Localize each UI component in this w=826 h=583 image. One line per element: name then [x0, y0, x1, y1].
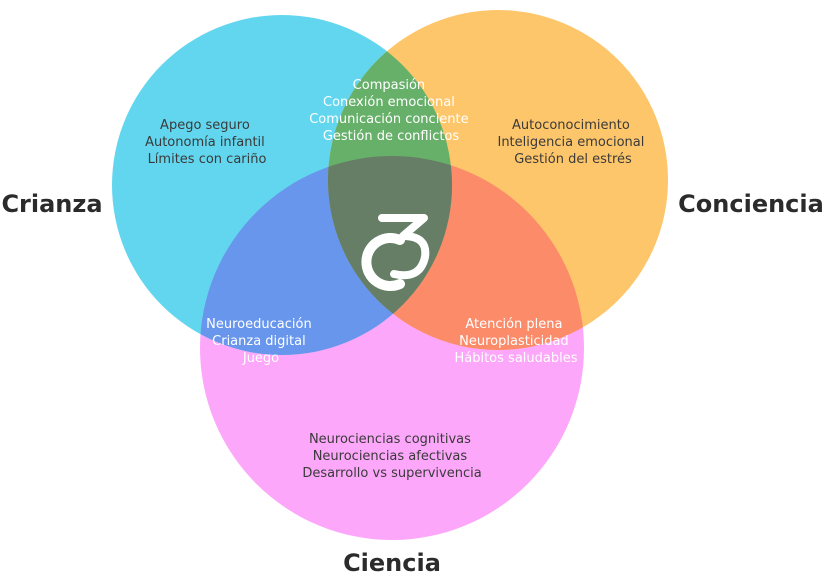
region-item: Neurociencias cognitivas [309, 432, 471, 447]
set-label-ciencia: Ciencia [343, 549, 441, 577]
region-ciencia: Neurociencias cognitivas Neurociencias a… [302, 432, 481, 481]
region-crianza-ciencia: Neuroeducación Crianza digital Juego [206, 317, 316, 366]
region-item: Límites con cariño [148, 152, 267, 167]
region-item: Crianza digital [212, 334, 306, 349]
region-item: Compasión [353, 78, 426, 93]
region-item: Apego seguro [160, 118, 250, 133]
region-item: Comunicación conciente [309, 112, 468, 127]
region-item: Gestión del estrés [514, 152, 632, 167]
region-item: Gestión de conflictos [323, 129, 460, 144]
region-item: Atención plena [465, 317, 562, 332]
region-item: Desarrollo vs supervivencia [302, 466, 481, 481]
region-conciencia-ciencia: Atención plena Neuroplasticidad Hábitos … [454, 317, 577, 366]
set-label-conciencia: Conciencia [678, 190, 824, 218]
region-conciencia: Autoconocimiento Inteligencia emocional … [497, 118, 648, 167]
set-label-crianza: Crianza [1, 190, 102, 218]
c3-logo-icon [361, 214, 430, 291]
region-item: Neurociencias afectivas [313, 449, 468, 464]
region-item: Autoconocimiento [512, 118, 630, 133]
region-item: Neuroeducación [206, 317, 312, 332]
region-crianza-conciencia: Compasión Conexión emocional Comunicació… [309, 78, 473, 144]
region-item: Juego [242, 351, 279, 366]
region-crianza: Apego seguro Autonomía infantil Límites … [145, 118, 269, 167]
region-item: Autonomía infantil [145, 135, 265, 150]
region-item: Neuroplasticidad [459, 334, 569, 349]
region-item: Inteligencia emocional [497, 135, 644, 150]
region-item: Hábitos saludables [454, 351, 577, 366]
region-item: Conexión emocional [323, 95, 455, 110]
